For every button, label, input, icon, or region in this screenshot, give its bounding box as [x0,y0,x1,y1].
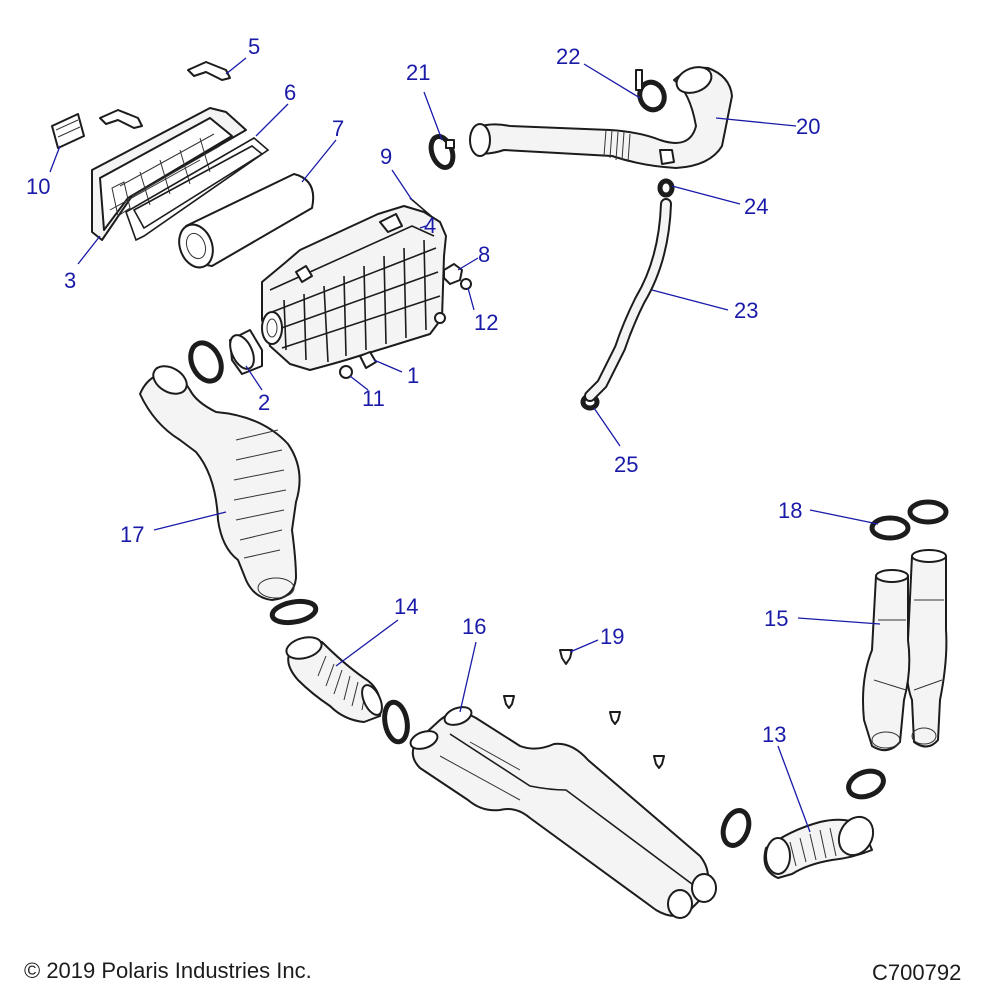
callout-5: 5 [248,34,260,59]
part-10-label-sticker [51,113,85,149]
leader-5 [225,57,247,75]
callout-10: 10 [26,174,50,199]
leader-6 [255,103,289,137]
diagram-code: C700792 [872,960,962,985]
callout-22: 22 [556,44,580,69]
part-15-outlet-pipes [862,549,948,752]
callout-11: 11 [362,386,385,411]
part-16-resonator-tube [409,706,717,919]
callout-19: 19 [600,624,624,649]
callout-4: 4 [424,213,436,238]
leader-17 [153,511,227,531]
copyright-notice: © 2019 Polaris Industries Inc. [24,958,312,983]
part-7-air-filter [178,173,315,269]
callout-25: 25 [614,452,638,477]
part-6-cover-gasket [125,137,270,242]
callout-15: 15 [764,606,788,631]
part-23-vent-hose [584,198,672,402]
leader-16 [459,641,477,713]
leader-25 [593,407,621,447]
callout-24: 24 [744,194,768,219]
leader-19 [569,639,599,653]
part-3-airbox-cover [91,107,247,241]
callout-leaders [49,57,881,833]
callout-21: 21 [406,60,430,85]
callout-18: 18 [778,498,802,523]
leader-8 [457,257,479,271]
leader-3 [77,235,101,265]
callout-23: 23 [734,298,758,323]
part-20-inlet-tube [469,66,733,169]
part-22-hose-clamp [635,69,667,113]
leader-24 [671,185,741,205]
leader-2 [245,365,263,391]
leader-13 [777,745,811,833]
leader-21 [423,91,443,141]
leader-10 [49,145,61,173]
callout-2: 2 [258,390,270,415]
leader-14 [335,619,399,667]
part-17-intake-duct [139,365,301,601]
callout-9: 9 [380,144,392,169]
part-8-nut [443,263,463,285]
part-5-latch-clip [99,61,231,129]
leader-7 [301,139,337,183]
part-19-push-rivet [503,649,665,769]
callout-6: 6 [284,80,296,105]
part-13-outlet-duct [720,768,886,879]
leader-20 [715,117,797,127]
leader-9 [391,169,413,201]
callout-numbers: 1 2 3 4 5 6 7 8 9 10 11 12 13 14 15 16 1… [26,34,820,747]
part-14-flex-duct [269,598,410,745]
leader-12 [467,287,475,311]
callout-13: 13 [762,722,786,747]
callout-7: 7 [332,116,344,141]
part-2-intake-adapter [188,329,263,384]
leader-4 [419,225,427,229]
callout-14: 14 [394,594,418,619]
part-21-hose-clamp [428,134,456,170]
part-18-clamp-pair [869,499,949,541]
callout-20: 20 [796,114,820,139]
leader-11 [349,375,369,391]
leader-18 [809,509,879,525]
callout-17: 17 [120,522,144,547]
callout-8: 8 [478,242,490,267]
callout-1: 1 [407,363,419,388]
leader-15 [797,617,881,625]
callout-12: 12 [474,310,498,335]
part-11-fastener [339,365,353,379]
part-24-small-clamp [657,178,675,198]
leader-23 [651,289,729,311]
leader-22 [583,63,641,99]
callout-16: 16 [462,614,486,639]
part-4-airbox-housing [261,205,447,371]
part-1-drain-valve [359,351,377,369]
leader-1 [373,359,403,373]
part-12-screw [434,278,472,324]
callout-3: 3 [64,268,76,293]
